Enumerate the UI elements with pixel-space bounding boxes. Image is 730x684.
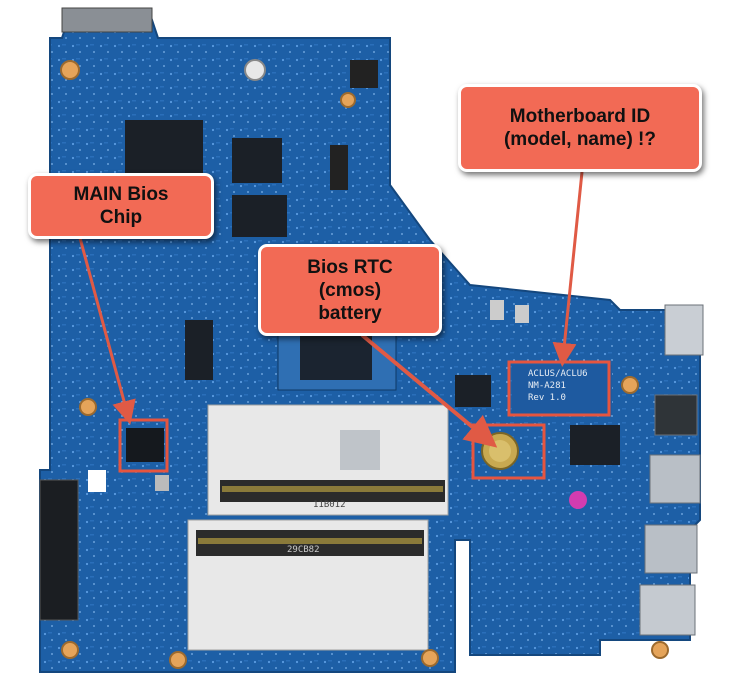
hdmi-port: [664, 304, 704, 356]
chip-h: [570, 425, 620, 465]
main-bios-highlight: [118, 418, 169, 473]
board-model-line2: NM-A281: [528, 381, 566, 391]
usb-port-2: [644, 524, 698, 574]
sata-connector: [39, 479, 79, 621]
ram-slot-1-label: 11B012: [313, 500, 346, 510]
board-model-line1: ACLUS/ACLU6: [528, 369, 588, 379]
arrow-rtc: [360, 333, 498, 448]
ethernet-port: [654, 394, 698, 436]
chip-e: [350, 60, 378, 88]
main-bios-chip: [126, 428, 164, 462]
board-model-line3: Rev 1.0: [528, 393, 566, 403]
usb-port-1: [649, 454, 701, 504]
rtc-highlight: [471, 423, 546, 480]
power-jack: [61, 7, 153, 33]
id-sticker-area: [512, 365, 612, 415]
chip-g: [455, 375, 491, 407]
callout-main-bios-line2: Chip: [99, 207, 143, 228]
chip-b: [232, 138, 282, 183]
callout-main-bios: MAIN Bios Chip: [28, 173, 214, 239]
callout-rtc-battery: Bios RTC (cmos) battery: [258, 244, 442, 336]
ram-slot-2-label: 29CB82: [287, 545, 320, 555]
arrow-motherboard-id: [552, 171, 584, 367]
callout-main-bios-line1: MAIN Bios: [73, 184, 169, 205]
chip-d: [330, 145, 348, 190]
chip-c: [232, 195, 287, 237]
callout-rtc-line1: Bios RTC: [307, 256, 393, 278]
callout-mbid-line2: (model, name) !?: [503, 129, 656, 150]
arrow-main-bios: [78, 237, 136, 425]
callout-rtc-line3: battery: [318, 302, 382, 324]
usb-port-3: [639, 584, 696, 636]
callout-rtc-line2: (cmos): [318, 279, 382, 301]
callout-mbid-line1: Motherboard ID: [509, 106, 651, 127]
callout-motherboard-id: Motherboard ID (model, name) !?: [458, 84, 702, 172]
chip-f: [185, 320, 213, 380]
